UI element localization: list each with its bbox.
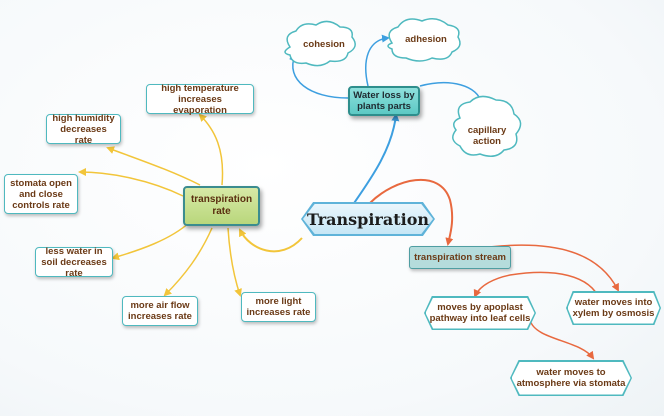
step-xylem-osmosis-label: water moves into xylem by osmosis <box>567 292 660 324</box>
link-rate-to-soil <box>111 221 191 261</box>
factor-stomata-label: stomata open and close controls rate <box>10 177 72 211</box>
factor-high-humidity[interactable]: high humidity decreases rate <box>46 112 121 146</box>
cloud-capillary <box>452 95 522 157</box>
link-center-to-stream <box>369 178 454 246</box>
transpiration-stream-label: transpiration stream <box>414 252 506 263</box>
link-rate-to-light <box>227 227 242 297</box>
factor-high-humidity-label: high humidity decreases rate <box>52 112 115 146</box>
water-loss-node[interactable]: Water loss by plants parts <box>348 86 420 116</box>
transpiration-rate-label: transpiration rate <box>190 194 253 217</box>
step-apoplast-pathway[interactable]: moves by apoplast pathway into leaf cell… <box>424 296 536 330</box>
factor-high-temperature-label: high temperature increases evaporation <box>161 82 239 116</box>
transpiration-rate-node[interactable]: transpiration rate <box>183 186 260 226</box>
link-apoplast-to-atmosphere <box>529 319 595 360</box>
central-topic-label: Transpiration <box>303 204 433 234</box>
step-apoplast-pathway-label: moves by apoplast pathway into leaf cell… <box>425 297 535 329</box>
cloud-adhesion <box>387 18 461 62</box>
factor-light[interactable]: more light increases rate <box>241 292 316 322</box>
link-waterloss-to-cohesion <box>289 53 349 99</box>
factor-high-temperature[interactable]: high temperature increases evaporation <box>146 82 254 116</box>
link-center-to-waterloss <box>351 113 400 207</box>
link-waterloss-to-adhesion <box>365 34 390 87</box>
link-rate-to-stomata <box>78 168 184 197</box>
step-xylem-osmosis[interactable]: water moves into xylem by osmosis <box>566 291 661 325</box>
link-rate-to-humidity <box>106 146 201 186</box>
factor-air-flow-label: more air flow increases rate <box>128 300 192 322</box>
link-rate-to-temperature <box>198 113 224 186</box>
force-capillary-action[interactable]: capillary action <box>467 125 507 147</box>
force-adhesion[interactable]: adhesion <box>405 33 447 45</box>
cloud-cohesion <box>284 20 356 67</box>
link-center-to-rate <box>239 228 303 253</box>
factor-air-flow[interactable]: more air flow increases rate <box>122 296 198 326</box>
step-atmosphere-stomata-label: water moves to atmosphere via stomata <box>511 361 631 395</box>
factor-soil-water-label: less water in soil decreases rate <box>41 245 107 279</box>
link-stream-to-apoplast <box>479 244 619 292</box>
link-rate-to-airflow <box>163 227 213 297</box>
water-loss-label: Water loss by plants parts <box>353 90 415 112</box>
link-stream-to-xylem <box>473 271 601 301</box>
central-topic-transpiration[interactable]: Transpiration <box>301 202 435 236</box>
factor-light-label: more light increases rate <box>246 296 311 318</box>
factor-stomata[interactable]: stomata open and close controls rate <box>4 174 78 214</box>
transpiration-stream-node[interactable]: transpiration stream <box>409 246 511 269</box>
factor-soil-water[interactable]: less water in soil decreases rate <box>35 245 113 279</box>
step-atmosphere-stomata[interactable]: water moves to atmosphere via stomata <box>510 360 632 396</box>
force-cohesion[interactable]: cohesion <box>303 38 345 50</box>
